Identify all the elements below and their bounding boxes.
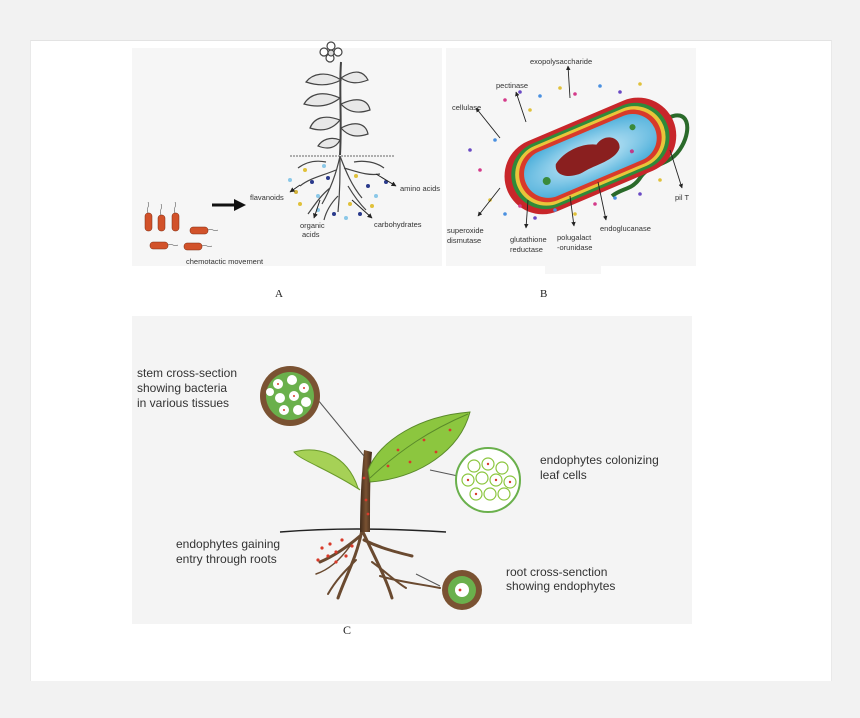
label-superoxide-2: dismutase — [447, 236, 481, 245]
label-root-cs-2: showing endophytes — [506, 579, 615, 593]
label-cellulase: cellulase — [452, 103, 481, 112]
label-stem-2: showing bacteria — [137, 381, 227, 395]
label-polugalact-2: -orunidase — [557, 243, 592, 252]
root-entry-dots — [316, 538, 354, 564]
label-organic-acids-2: acids — [302, 230, 320, 239]
panel-a-background — [132, 48, 442, 266]
label-chemotactic-movement: chemotactic movement — [186, 257, 264, 266]
bacterium-icon — [149, 241, 179, 250]
label-amino-acids: amino acids — [400, 184, 440, 193]
label-glutathione-1: glutathione — [510, 235, 547, 244]
panel-b: exopolysaccharide pectinase cellulase pi… — [446, 48, 696, 300]
bacteria-group — [144, 201, 219, 251]
bacterium-icon — [189, 226, 219, 235]
label-flavanoids: flavanoids — [250, 193, 284, 202]
label-carbohydrates: carbohydrates — [374, 220, 422, 229]
enzyme-arrows — [475, 65, 683, 229]
label-stem-3: in various tissues — [137, 396, 229, 410]
label-polugalact-1: polugalact — [557, 233, 592, 242]
label-root-cs-1: root cross-senction — [506, 565, 607, 579]
panel-a-caption: A — [275, 288, 283, 300]
label-pil-t: pil T — [675, 193, 689, 202]
label-glutathione-2: reductase — [510, 245, 543, 254]
panel-c-caption: C — [343, 623, 351, 637]
left-leaf — [293, 449, 361, 491]
bacterium-icon — [183, 242, 213, 251]
bacterial-cell — [504, 97, 677, 215]
panel-b-caption: B — [540, 288, 547, 300]
right-leaf — [367, 411, 471, 483]
soil-line — [279, 528, 447, 533]
plant-illustration — [290, 41, 394, 221]
leaf-endophyte-dots — [362, 428, 452, 516]
exudate-arrows — [289, 173, 397, 219]
label-roots-1: endophytes gaining — [176, 537, 280, 551]
leaf-cells-icon — [429, 447, 521, 513]
stem-cross-section-icon — [260, 366, 365, 457]
label-pectinase: pectinase — [496, 81, 528, 90]
root-cross-section-icon — [415, 570, 482, 610]
bacterium-icon — [144, 201, 153, 232]
bacterium-icon — [171, 201, 180, 232]
label-roots-2: entry through roots — [176, 552, 277, 566]
panel-a: flavanoids amino acids organic acids car… — [132, 41, 442, 300]
label-exopolysaccharide: exopolysaccharide — [530, 57, 592, 66]
nucleoid — [555, 137, 620, 176]
flower-icon — [319, 41, 343, 63]
chemotaxis-arrow — [212, 199, 246, 211]
label-organic-acids-1: organic — [300, 221, 325, 230]
label-endoglucanase: endoglucanase — [600, 224, 651, 233]
label-stem-1: stem cross-section — [137, 366, 237, 380]
panel-c: stem cross-section showing bacteria in v… — [132, 316, 692, 624]
label-superoxide-1: superoxide — [447, 226, 484, 235]
root-system — [315, 528, 441, 600]
label-leaf-1: endophytes colonizing — [540, 453, 659, 467]
bacterium-icon — [157, 203, 166, 232]
root-exudate-dots — [288, 164, 388, 220]
label-leaf-2: leaf cells — [540, 468, 587, 482]
